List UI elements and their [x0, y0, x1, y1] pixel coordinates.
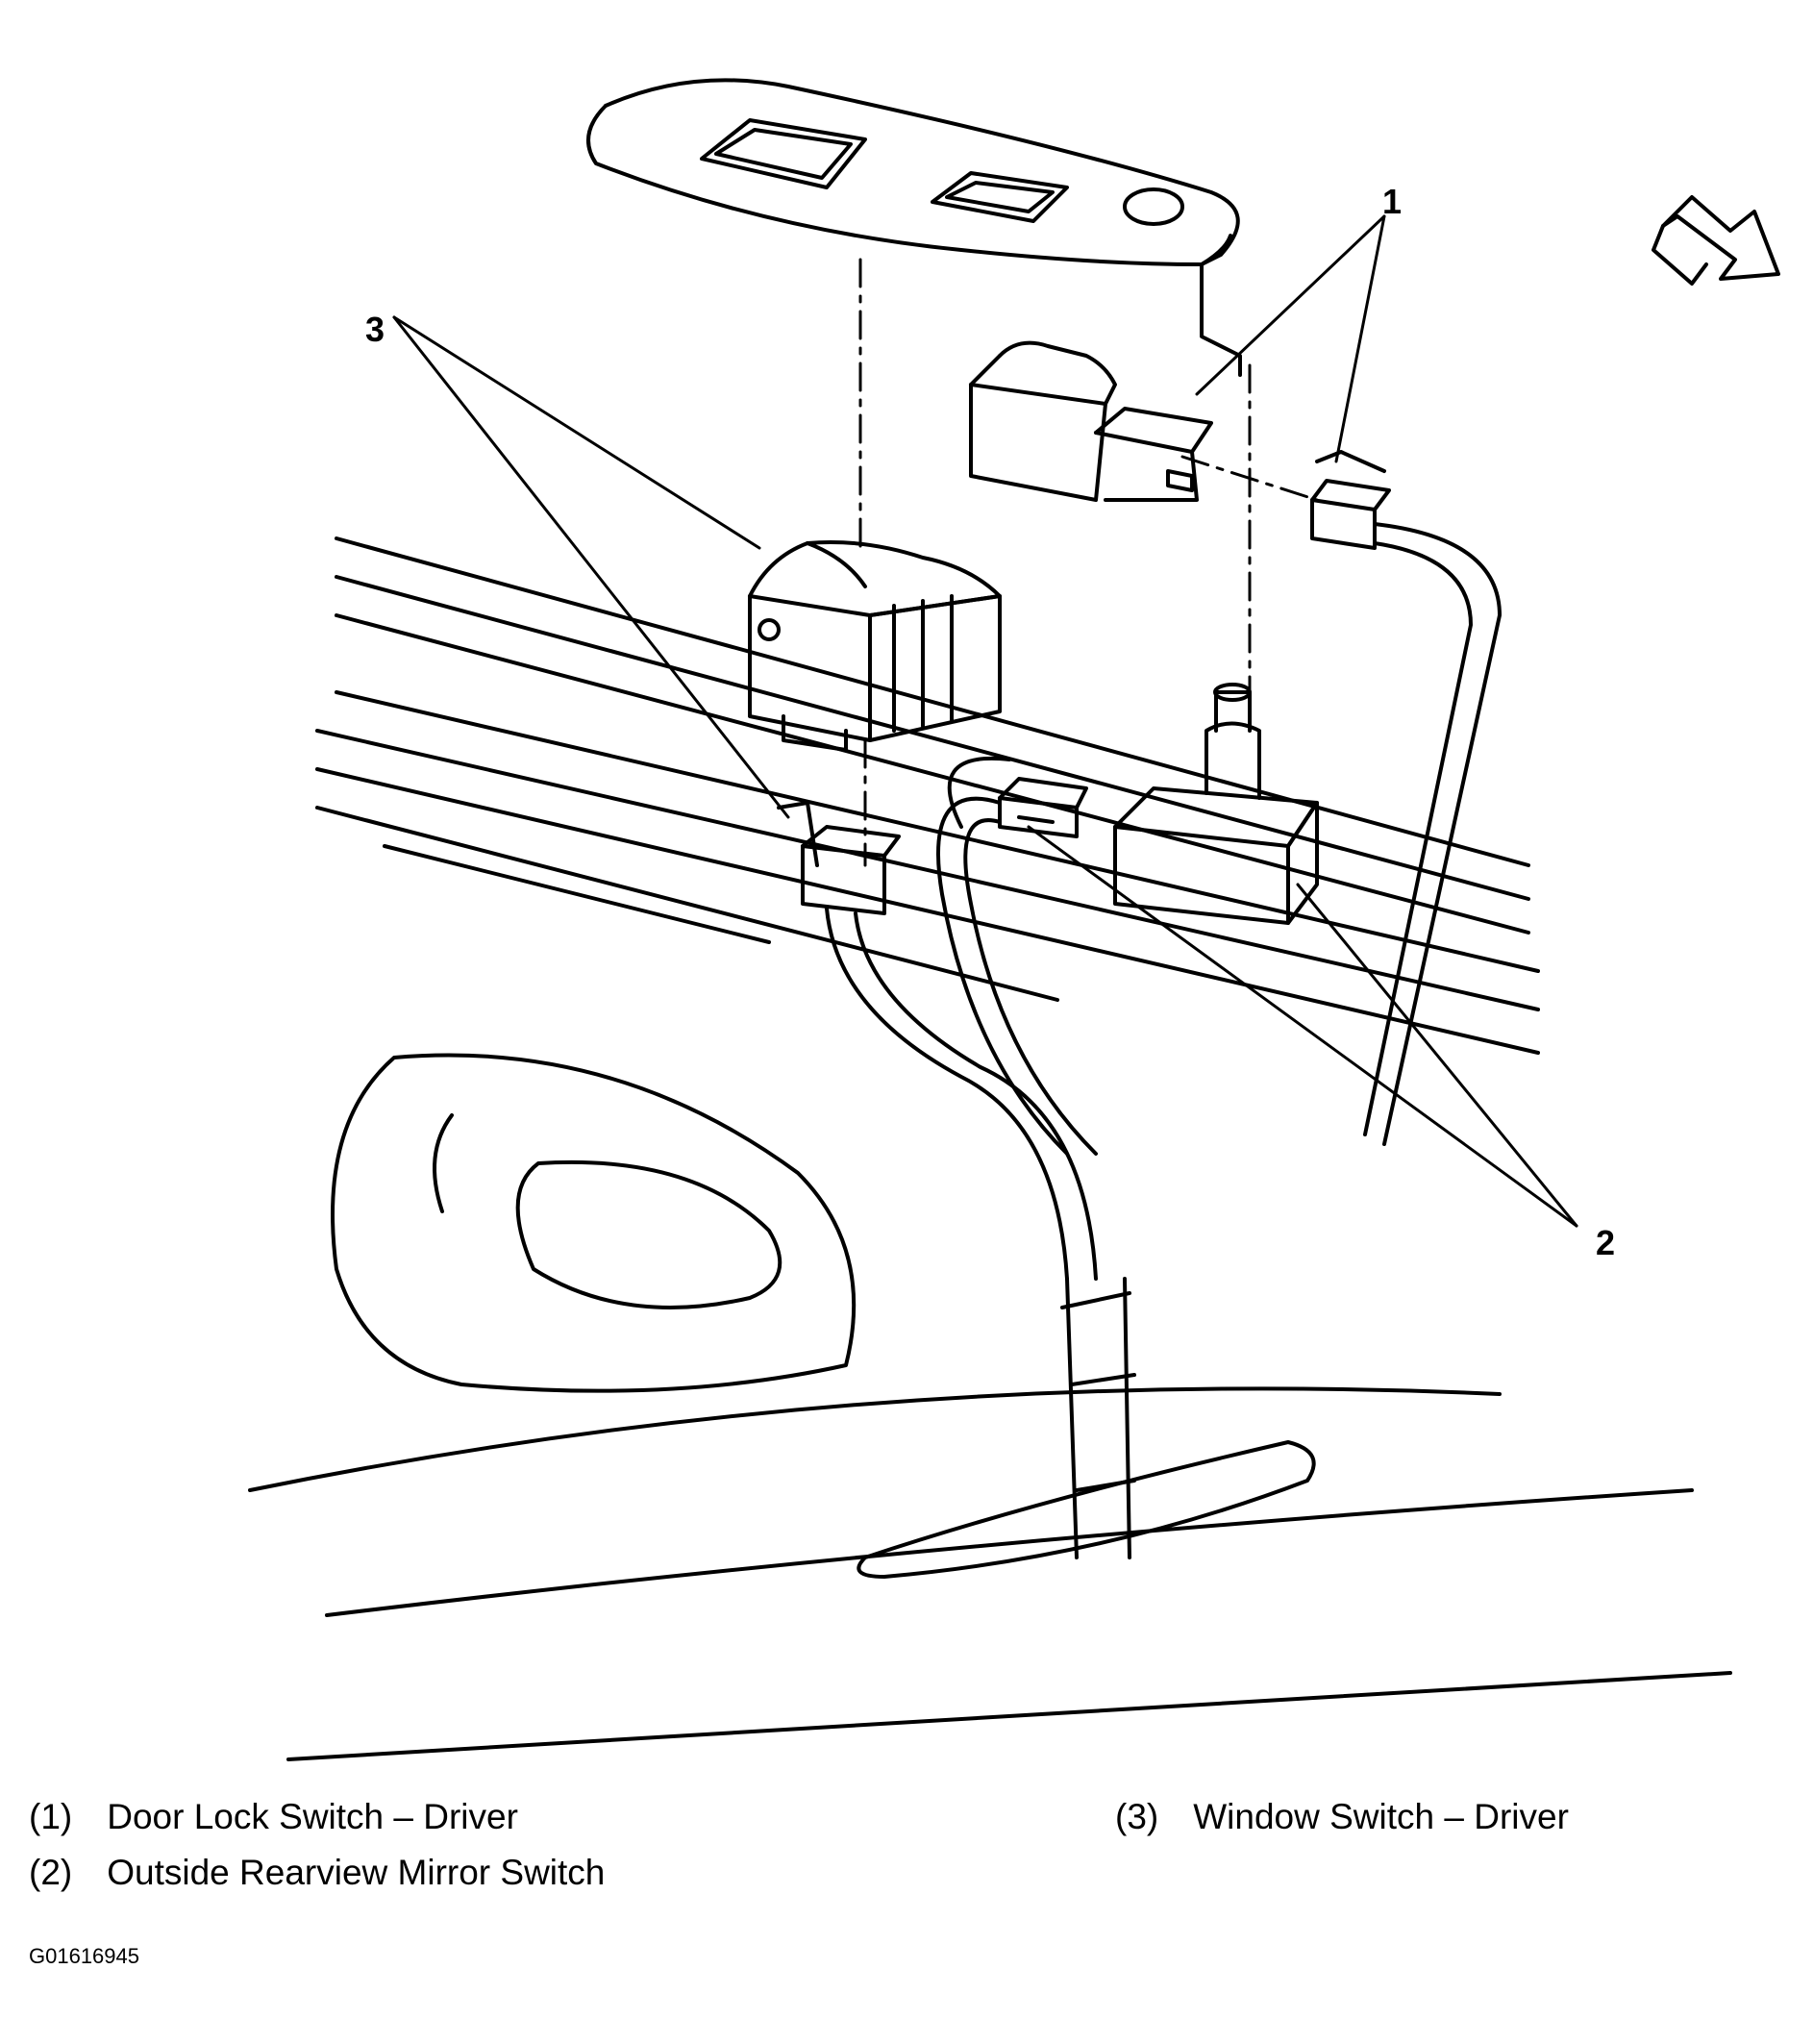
legend-number: (3) — [1115, 1797, 1159, 1836]
callout-3: 3 — [365, 310, 385, 349]
legend-item-2: (2) Outside Rearview Mirror Switch — [29, 1852, 605, 1894]
mirror-switch — [1113, 683, 1319, 925]
figure-id: G01616945 — [29, 1944, 139, 1968]
orientation-arrow-icon — [1652, 195, 1780, 286]
mirror-connector — [998, 777, 1088, 838]
legend-label: Door Lock Switch – Driver — [107, 1797, 518, 1836]
leader-lines — [392, 214, 1578, 1228]
callout-1: 1 — [1382, 182, 1402, 221]
legend-number: (2) — [29, 1853, 73, 1892]
door-lock-connector — [1310, 450, 1502, 1146]
callout-2: 2 — [1596, 1223, 1615, 1262]
legend-item-1: (1) Door Lock Switch – Driver — [29, 1796, 518, 1838]
wire-pass-through — [857, 1440, 1316, 1579]
alignment-lines — [858, 258, 1319, 867]
wire-harness — [825, 756, 1136, 1559]
legend-label: Outside Rearview Mirror Switch — [107, 1853, 606, 1892]
door-handle-recess — [331, 1053, 857, 1393]
legend-label: Window Switch – Driver — [1193, 1797, 1569, 1836]
switch-assembly-diagram: 1 2 3 — [248, 78, 1780, 1761]
window-connector — [777, 801, 901, 915]
legend-number: (1) — [29, 1797, 73, 1836]
switch-bezel — [586, 78, 1242, 377]
window-switch — [748, 540, 1002, 752]
legend-item-3: (3) Window Switch – Driver — [1115, 1796, 1569, 1838]
door-panel-lines — [248, 536, 1732, 1761]
door-lock-switch — [969, 340, 1213, 502]
